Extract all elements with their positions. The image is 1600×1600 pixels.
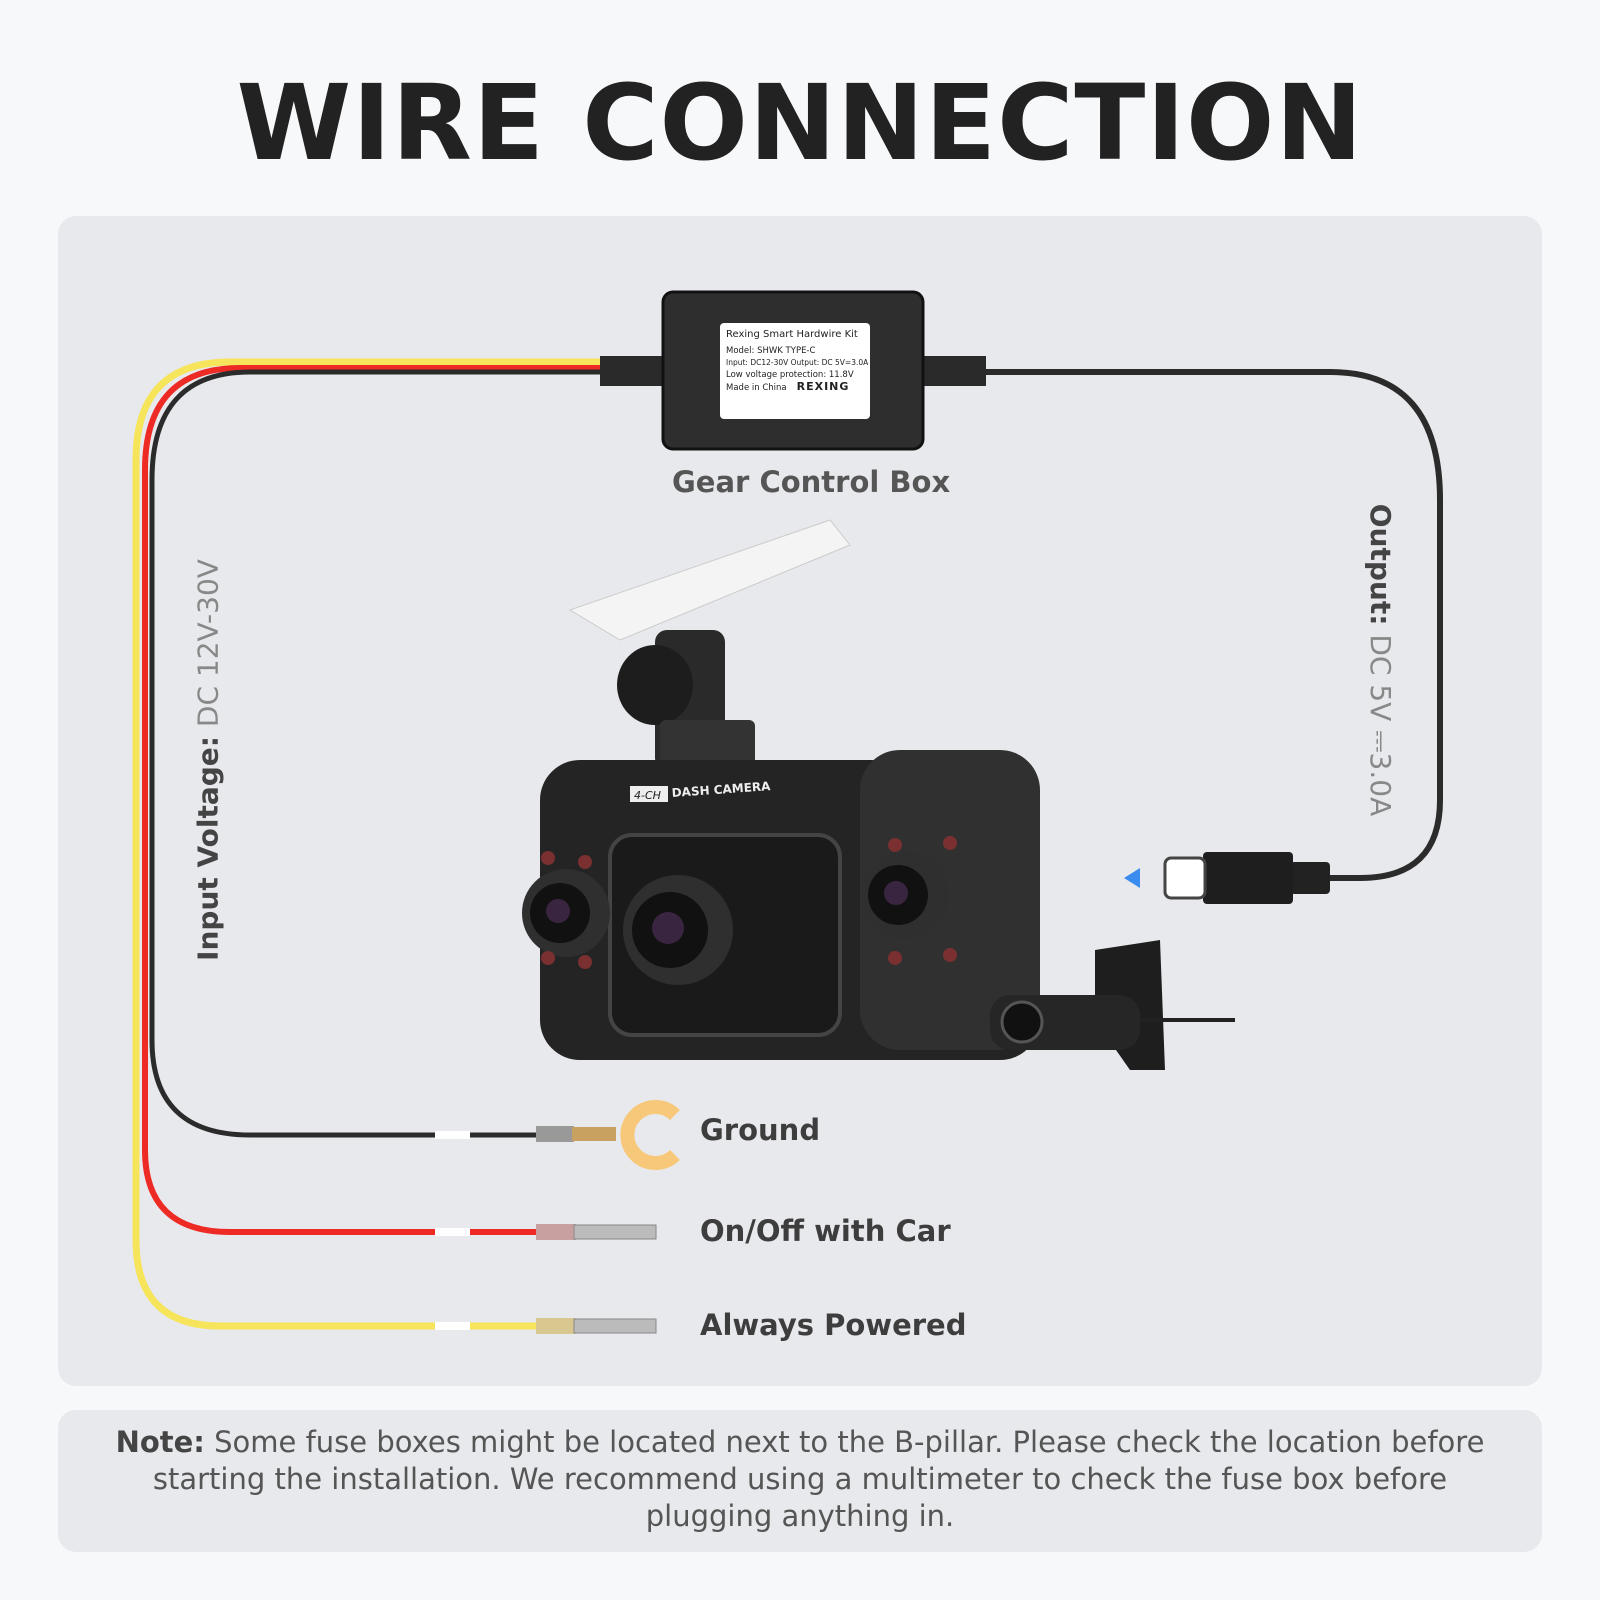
dash-camera (522, 519, 1235, 1070)
on-off-with-car-label: On/Off with Car (700, 1214, 951, 1248)
wire-white-markers (435, 1131, 470, 1330)
red-wire (142, 365, 600, 1235)
note-text: Some fuse boxes might be located next to… (152, 1425, 1485, 1533)
output-label: Output: DC 5V ⎓3.0A (1363, 504, 1397, 817)
control-box-caption: Gear Control Box (672, 465, 951, 499)
input-voltage-value: DC 12V-30V (191, 559, 225, 728)
page-title: WIRE CONNECTION (236, 62, 1364, 184)
control-box-sticker: Rexing Smart Hardwire Kit Model: SHWK TY… (720, 323, 870, 419)
yellow-terminal (536, 1318, 657, 1334)
black-wire (149, 369, 600, 1138)
sticker-origin: Made in China (726, 383, 787, 393)
note-label: Note: (115, 1425, 205, 1459)
red-terminal (536, 1224, 657, 1240)
ground-terminal (536, 1100, 680, 1170)
ground-label: Ground (700, 1113, 821, 1147)
rexing-logo: REXING (796, 380, 850, 393)
sticker-io: Input: DC12-30V Output: DC 5V=3.0A (726, 358, 869, 367)
output-title: Output: (1364, 503, 1397, 626)
always-powered-label: Always Powered (700, 1308, 967, 1342)
output-value: DC 5V ⎓3.0A (1364, 634, 1397, 817)
output-cable (985, 369, 1443, 881)
camera-name: DASH CAMERA (671, 779, 771, 800)
usb-c-connector (1124, 852, 1330, 904)
sticker-title: Rexing Smart Hardwire Kit (726, 329, 858, 340)
input-voltage-title: Input Voltage: (191, 736, 225, 961)
installation-note: Note: Some fuse boxes might be located n… (58, 1410, 1542, 1552)
arrow-icon (1124, 868, 1140, 888)
sticker-model: Model: SHWK TYPE-C (726, 346, 816, 356)
sticker-low-voltage: Low voltage protection: 11.8V (726, 370, 854, 380)
yellow-wire (132, 358, 604, 1330)
camera-badge: 4-CH (634, 789, 661, 802)
input-voltage-label: Input Voltage: DC 12V-30V (192, 559, 225, 961)
